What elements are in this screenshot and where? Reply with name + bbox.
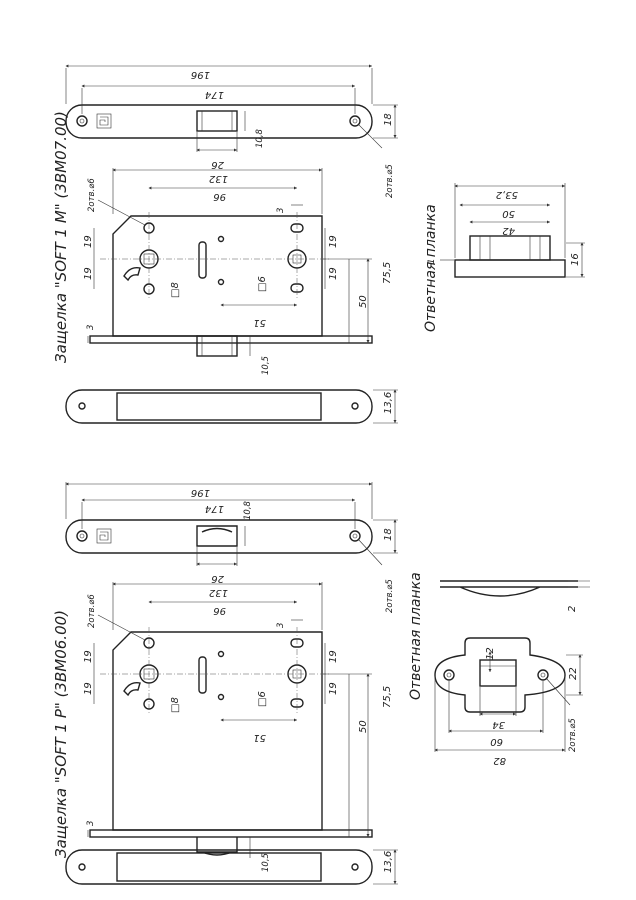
strike-hole-right [537, 669, 549, 681]
dim-82: 82 [493, 755, 506, 766]
square-6-label: □6 [257, 276, 268, 292]
dim-1: 1 [427, 259, 437, 264]
dim-19-c: 19 [328, 650, 339, 663]
dim-196: 196 [191, 69, 210, 80]
strike-holes-5: 2отв.⌀5 [568, 718, 578, 752]
dim-3: 3 [276, 623, 286, 628]
screw-hole-right [349, 530, 361, 542]
dim-3-edge: 3 [86, 821, 96, 826]
lock-body-view: 132 96 3 2отв.⌀6 19 19 19 19 □8 □6 75,5 … [83, 168, 393, 375]
dim-174: 174 [205, 503, 224, 514]
dim-51: 51 [253, 732, 266, 743]
dim-60: 60 [490, 736, 503, 747]
dim-196: 196 [191, 487, 210, 498]
screw-hole-left [76, 115, 88, 127]
curved-slot [123, 681, 141, 697]
dim-174: 174 [205, 89, 224, 100]
dim-12: 12 [485, 647, 496, 660]
holes-5: 2отв.⌀5 [385, 164, 395, 198]
lock-soft-1m: Защелка "SOFT 1 M" (3BM07.00) 196 174 26 [52, 64, 585, 424]
dim-75-5: 75,5 [382, 686, 393, 708]
vertical-slot [198, 241, 207, 279]
square-6-label: □6 [257, 691, 268, 707]
dim-19-a: 19 [83, 650, 94, 663]
body-faceplate-edge [89, 829, 373, 838]
holes-6: 2отв.⌀6 [87, 178, 97, 212]
brand-logo-icon [96, 113, 112, 129]
dim-19-c: 19 [328, 235, 339, 248]
lock-title: Защелка "SOFT 1 M" (3BM07.00) [52, 111, 70, 363]
strike-plate-view: Ответная планка 2 12 22 34 6 [408, 572, 590, 766]
dim-96: 96 [213, 191, 226, 202]
dim-19-a: 19 [83, 235, 94, 248]
dim-10-8: 10,8 [243, 500, 253, 520]
square-8-label: □8 [170, 282, 181, 298]
dim-18: 18 [383, 113, 394, 126]
dim-26: 26 [211, 159, 224, 170]
strike-title: Ответная планка [408, 572, 424, 700]
strike-side-profile [440, 580, 578, 597]
dim-19-d: 19 [328, 267, 339, 280]
faceplate-outline [65, 519, 373, 554]
backplate-outline [65, 849, 373, 885]
latch-tongue [196, 837, 238, 856]
dim-132: 132 [209, 587, 228, 598]
dim-3: 3 [276, 208, 286, 213]
latch-slot [196, 525, 238, 547]
dim-22: 22 [568, 667, 579, 680]
lock-title: Защелка "SOFT 1 P" (3BM06.00) [52, 610, 70, 858]
dim-19-d: 19 [328, 682, 339, 695]
dim-50: 50 [358, 295, 369, 308]
dim-13-6: 13,6 [383, 851, 394, 873]
holes-5: 2отв.⌀5 [385, 579, 395, 613]
latch-slot [196, 110, 238, 132]
body-faceplate-edge [89, 335, 373, 344]
dim-10-5: 10,5 [261, 853, 271, 872]
lock-soft-1p: Защелка "SOFT 1 P" (3BM06.00) 196 174 26… [52, 482, 590, 885]
dim-42: 42 [502, 225, 515, 236]
faceplate-view: 196 174 26 10,8 18 2отв.⌀5 [65, 482, 398, 613]
brand-logo-icon [96, 528, 112, 544]
dim-10-8: 10,8 [255, 128, 265, 148]
dim-34: 34 [492, 719, 505, 730]
dim-19-b: 19 [83, 682, 94, 695]
dim-16: 16 [570, 253, 581, 266]
dim-96: 96 [213, 605, 226, 616]
dim-51: 51 [253, 317, 266, 328]
backplate-outline [65, 389, 373, 424]
strike-plate-view: Ответная планка 53,2 50 42 1 16 [423, 183, 585, 332]
backplate-view: 13,6 [65, 849, 398, 885]
strike-opening [479, 659, 517, 687]
curved-slot [123, 266, 141, 282]
screw-hole-left [76, 530, 88, 542]
dim-19-b: 19 [83, 267, 94, 280]
backplate-view: 13,6 [65, 389, 398, 424]
lock-body-view: 132 96 3 2отв.⌀6 19 19 19 19 □8 □6 75,5 … [83, 582, 393, 872]
square-8-label: □8 [170, 697, 181, 713]
strike-base [454, 259, 566, 278]
dim-53-2: 53,2 [496, 189, 518, 200]
dim-18: 18 [383, 528, 394, 541]
dim-10-5: 10,5 [261, 356, 271, 375]
screw-hole-right [349, 115, 361, 127]
strike-hole-left [443, 669, 455, 681]
latch-tongue [196, 335, 238, 357]
dim-2: 2 [567, 606, 578, 612]
dim-26: 26 [211, 573, 224, 584]
faceplate-view: 196 174 26 10,8 18 2отв.⌀5 [65, 64, 398, 198]
faceplate-outline [65, 104, 373, 139]
dim-3-edge: 3 [86, 325, 96, 330]
dim-13-6: 13,6 [383, 392, 394, 414]
strike-front-outline [434, 637, 566, 713]
lock-body-outline [112, 215, 323, 337]
dim-75-5: 75,5 [382, 262, 393, 284]
dim-50: 50 [358, 720, 369, 733]
lock-body-outline [112, 631, 323, 831]
dim-50-strike: 50 [502, 208, 515, 219]
vertical-slot [198, 656, 207, 694]
strike-title: Ответная планка [423, 204, 439, 332]
holes-6: 2отв.⌀6 [87, 594, 97, 628]
dim-132: 132 [209, 173, 228, 184]
